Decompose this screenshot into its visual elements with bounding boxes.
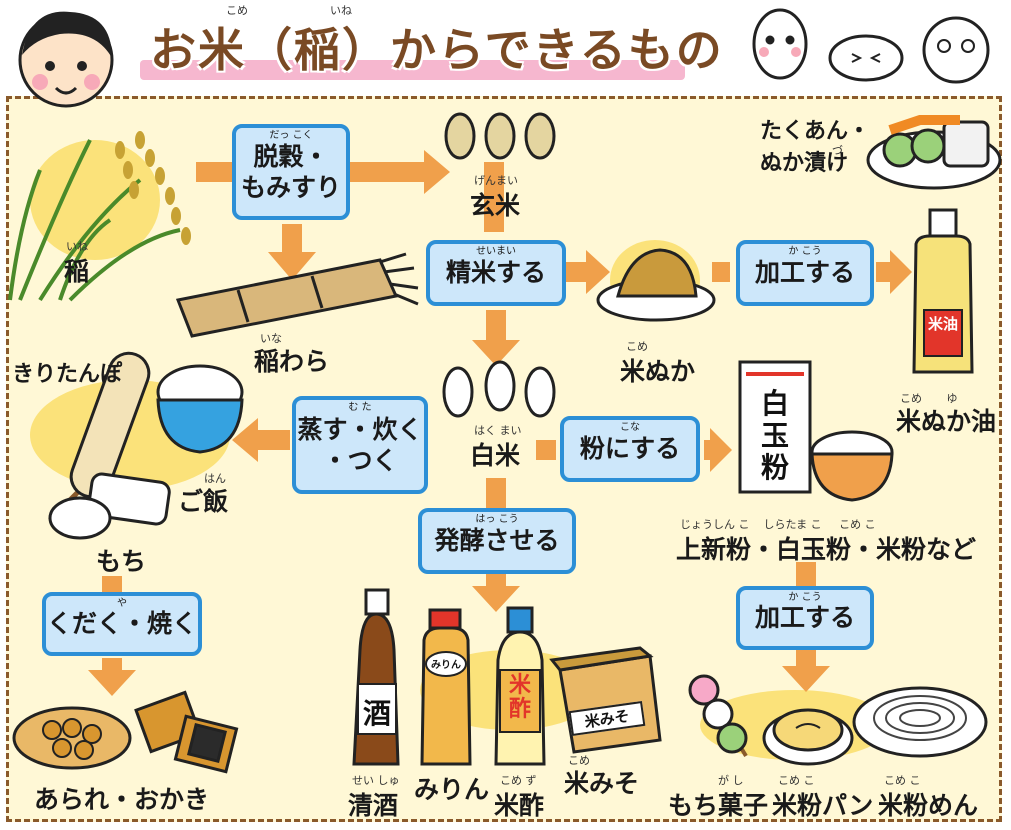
box-kakou-1: か こう 加工する (736, 240, 874, 306)
mochigashi-ruby: が し (718, 774, 744, 787)
sake-bottle-label: 酒 (362, 697, 391, 730)
label-takuan: たくあん・ ぬか漬け (760, 119, 871, 176)
label-arare: あられ・おかき (34, 785, 210, 814)
box-kudaku-ruby: や (117, 598, 127, 609)
label-kiritanpo: きりたんぽ (12, 362, 123, 387)
box-kakou-2: か こう 加工する (736, 586, 874, 650)
title-ruby-kome: こめ (226, 4, 248, 17)
glow-nuka (610, 240, 700, 320)
label-gohan: ご飯 (178, 487, 229, 516)
komekomen-ruby: こめ こ (884, 774, 921, 787)
flours-ruby: じょうしん こ しらたま こ こめ こ (680, 518, 876, 531)
label-inewara: 稲わら (254, 347, 330, 376)
label-ine: 稲 (64, 257, 90, 286)
box-musu: む た 蒸す・炊く ・つく (292, 396, 428, 494)
box-hakkou-ruby: はっ こう (475, 514, 519, 525)
komemiso-ruby: こめ (568, 754, 590, 767)
takuan-ruby: づ (832, 144, 843, 157)
komekopan-ruby: こめ こ (778, 774, 815, 787)
box-dakkoku-text: 脱穀・ もみすり (240, 141, 341, 202)
label-flours: 上新粉・白玉粉・米粉など (676, 535, 977, 564)
genmai-ruby: げんまい (474, 174, 518, 187)
title-ruby-ine: いね (330, 4, 352, 17)
glow-ine (30, 140, 160, 260)
rice-grain-characters-icon (752, 8, 990, 84)
gohan-ruby: はん (204, 472, 226, 485)
box-kona-ruby: こな (620, 422, 640, 433)
vinegar-bottle-label: 米酢 (508, 673, 531, 723)
box-kona-text: 粉にする (579, 434, 681, 464)
glow-kiritanpo (30, 380, 230, 490)
label-mochi: もち (96, 547, 147, 576)
box-kona: こな 粉にする (560, 416, 700, 482)
box-kakou-1-ruby: か こう (788, 246, 822, 257)
box-seimai-text: 精米する (445, 258, 546, 288)
komenukaabura-ruby: こめ ゆ (900, 392, 958, 405)
oil-bottle-label: 米油 (927, 315, 958, 333)
label-mirin: みりん (414, 775, 490, 804)
label-mochigashi: もち菓子 (668, 791, 769, 820)
seishu-ruby: せい しゅ (352, 774, 400, 787)
box-dakkoku: だっ こく 脱穀・ もみすり (232, 124, 350, 220)
inewara-ruby: いな (260, 332, 282, 345)
label-komemiso: 米みそ (564, 769, 640, 798)
label-komesu: 米酢 (494, 791, 545, 820)
box-seimai: せいまい 精米する (426, 240, 566, 306)
box-kudaku: や くだく・焼く (42, 592, 202, 656)
mirin-bottle-label: みりん (431, 660, 461, 671)
label-seishu: 清酒 (348, 791, 399, 820)
box-hakkou: はっ こう 発酵させる (418, 508, 576, 574)
flour-bag-label: 白玉粉 (760, 387, 789, 485)
box-hakkou-text: 発酵させる (434, 526, 560, 556)
komenuka-ruby: こめ (626, 340, 648, 353)
box-kudaku-text: くだく・焼く (46, 609, 197, 639)
box-kakou-2-ruby: か こう (788, 592, 822, 603)
box-seimai-ruby: せいまい (476, 246, 516, 257)
label-komenuka: 米ぬか (620, 357, 696, 386)
glow-sweets (700, 690, 890, 760)
ine-ruby: いね (66, 240, 88, 253)
label-komekomen: 米粉めん (878, 791, 979, 820)
komesu-ruby: こめ ず (500, 774, 537, 787)
box-dakkoku-ruby: だっ こく (269, 130, 313, 141)
box-kakou-1-text: 加工する (754, 258, 855, 288)
box-musu-ruby: む た (348, 402, 372, 413)
boy-face-icon (18, 11, 114, 108)
title-underline (140, 60, 685, 80)
label-genmai: 玄米 (470, 191, 521, 220)
label-komenukaabura: 米ぬか油 (896, 407, 997, 436)
page-title: お米（稲）からできるもの (150, 23, 724, 77)
label-komekopan: 米粉パン (772, 791, 874, 820)
label-hakumai: 白米 (470, 441, 521, 470)
box-musu-text: 蒸す・炊く ・つく (297, 414, 423, 475)
hakumai-ruby: はく まい (474, 424, 522, 437)
box-kakou-2-text: 加工する (754, 603, 855, 633)
